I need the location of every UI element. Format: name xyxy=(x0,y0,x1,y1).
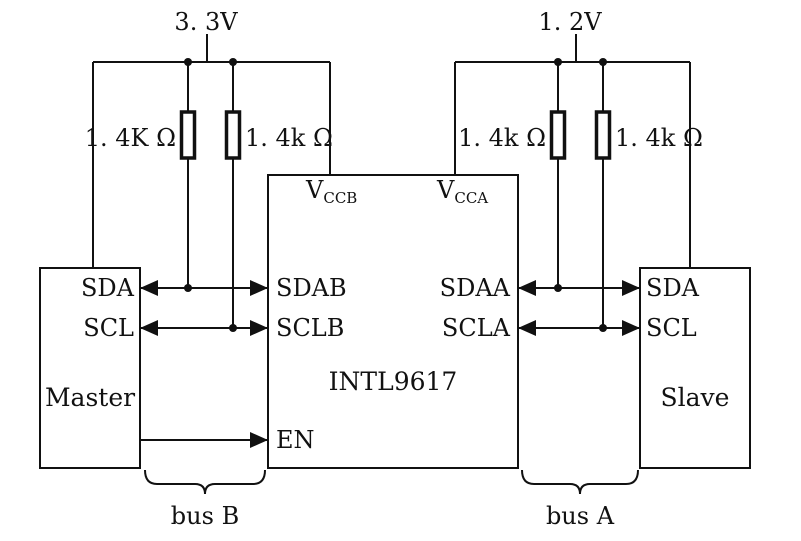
bus-b-brace xyxy=(144,469,266,495)
junction-dot xyxy=(184,58,192,66)
sda-bus-a-wire xyxy=(518,280,640,296)
resistor-right-sda xyxy=(549,58,567,292)
sda-bus-b-wire xyxy=(140,280,268,296)
ic-pin-en-label: EN xyxy=(276,426,315,454)
junction-dot xyxy=(229,58,237,66)
arrowhead-right xyxy=(250,320,268,336)
bus-b-label: bus B xyxy=(171,502,239,530)
ic-label: INTL9617 xyxy=(329,367,458,396)
master-label: Master xyxy=(45,383,135,412)
arrowhead-right xyxy=(622,320,640,336)
arrowhead-right xyxy=(250,280,268,296)
slave-label: Slave xyxy=(661,383,730,412)
ic-pin-sdaa-label: SDAA xyxy=(440,274,511,302)
resistor-left-scl-label: 1. 4k Ω xyxy=(245,124,333,152)
scl-bus-a-wire xyxy=(518,320,640,336)
junction-dot xyxy=(599,58,607,66)
ic-pin-scla-label: SCLA xyxy=(442,314,511,342)
ic-box xyxy=(267,174,519,469)
resistor-right-scl xyxy=(594,58,612,332)
slave-pin-scl-label: SCL xyxy=(646,314,697,342)
arrowhead-right xyxy=(622,280,640,296)
arrowhead-left xyxy=(518,280,536,296)
bus-a-brace xyxy=(521,469,639,495)
arrowhead-left xyxy=(140,320,158,336)
power-rail-right xyxy=(454,34,691,268)
ic-pin-sdab-label: SDAB xyxy=(276,274,347,302)
master-pin-scl-label: SCL xyxy=(83,314,134,342)
resistor-right-scl-label: 1. 4k Ω xyxy=(615,124,703,152)
arrowhead-left xyxy=(518,320,536,336)
resistor-right-sda-label: 1. 4k Ω xyxy=(458,124,546,152)
supply-left-label: 3. 3V xyxy=(174,8,238,36)
ic-pin-vccb-label: VCCB xyxy=(305,176,357,207)
arrowhead-left xyxy=(140,280,158,296)
scl-bus-b-wire xyxy=(140,320,268,336)
slave-pin-sda-label: SDA xyxy=(646,274,700,302)
power-rail-left xyxy=(92,34,331,268)
resistor-left-sda-label: 1. 4K Ω xyxy=(85,124,176,152)
resistor-left-scl xyxy=(224,58,242,332)
slave-box xyxy=(639,267,751,469)
master-box xyxy=(39,267,141,469)
ic-pin-vcca-label: VCCA xyxy=(436,176,488,207)
resistor-left-sda xyxy=(179,58,197,292)
en-wire xyxy=(140,432,268,448)
bus-a-label: bus A xyxy=(546,502,615,530)
arrowhead-right xyxy=(250,432,268,448)
supply-right-label: 1. 2V xyxy=(538,8,602,36)
junction-dot xyxy=(554,58,562,66)
master-pin-sda-label: SDA xyxy=(81,274,135,302)
ic-pin-sclb-label: SCLB xyxy=(276,314,344,342)
